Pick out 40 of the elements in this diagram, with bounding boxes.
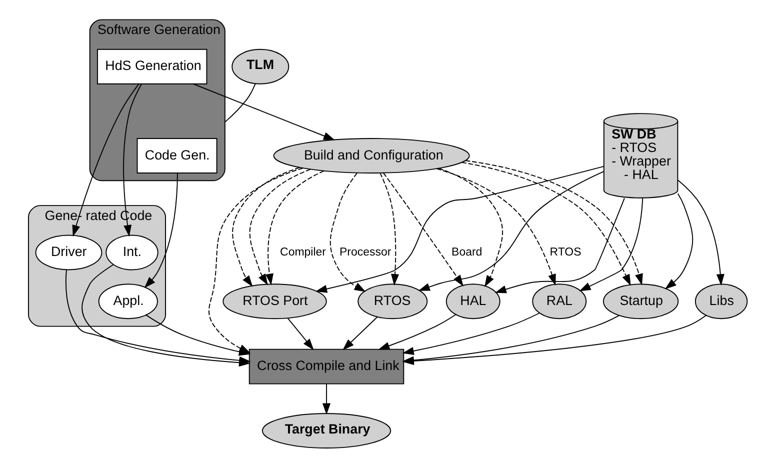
- node-box: HdS Generation: [96, 48, 207, 84]
- arrow: [329, 172, 366, 292]
- node-ellipse: Build and Configuration: [272, 138, 470, 174]
- arrow: [144, 172, 178, 288]
- arrow: [264, 170, 324, 286]
- arrow: [578, 197, 643, 292]
- arrow: [192, 83, 335, 140]
- arrow: [402, 312, 540, 355]
- arrow: [322, 383, 330, 415]
- arrow: [286, 318, 314, 350]
- node-ellipse: Libs: [694, 284, 748, 320]
- arrow: [314, 166, 604, 293]
- arrow: [208, 168, 303, 354]
- edge-label: Compiler: [280, 246, 326, 258]
- arrow: [122, 83, 142, 237]
- edge-label: Processor: [338, 246, 391, 258]
- arrow: [378, 314, 456, 350]
- node-box: Cross Compile and Link: [248, 348, 404, 384]
- node-ellipse: Target Binary: [261, 413, 391, 448]
- node-box: Code Gen.: [136, 138, 217, 174]
- node-ellipse: RAL: [532, 284, 586, 320]
- arrow: [72, 83, 139, 237]
- edge-label: Board: [451, 246, 482, 258]
- arrow: [494, 198, 624, 294]
- arrow: [418, 171, 604, 291]
- arrow: [248, 168, 310, 286]
- node-ellipse: Appl.: [98, 284, 158, 320]
- node-ellipse: RTOS: [357, 284, 428, 320]
- arrow: [676, 180, 724, 286]
- node-ellipse: Driver: [34, 234, 102, 270]
- node-ellipse: TLM: [231, 48, 289, 84]
- arrow: [342, 316, 378, 350]
- arrow: [664, 193, 693, 290]
- node-ellipse: Startup: [602, 284, 678, 320]
- connector: [224, 83, 256, 123]
- edge-label: RTOS: [549, 246, 581, 258]
- arrow: [379, 172, 399, 286]
- arrow: [232, 167, 300, 287]
- node-ellipse: HAL: [445, 284, 500, 320]
- node-ellipse: Int.: [105, 234, 158, 270]
